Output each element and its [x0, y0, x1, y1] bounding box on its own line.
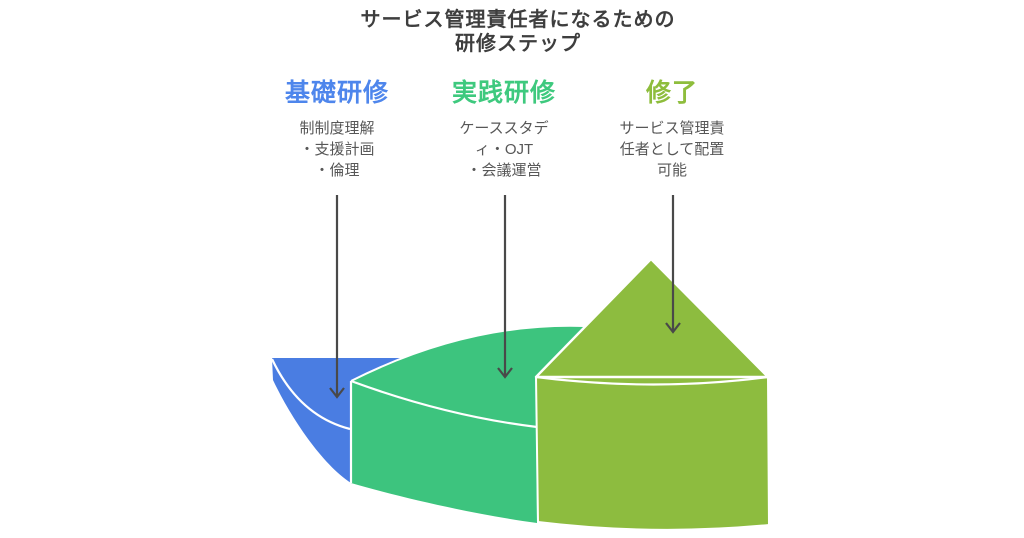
- step-column-completion: 修了 サービス管理責 任者として配置 可能: [562, 79, 782, 181]
- step-1-rim-highlight: [271, 358, 351, 431]
- arrow-2: [497, 195, 513, 379]
- arrow-1-head: [329, 387, 345, 399]
- step-3-roof-triangle: [534, 257, 770, 379]
- step-1-description: 制制度理解 ・支援計画 ・倫理: [299, 120, 375, 179]
- step-3-description: サービス管理責 任者として配置 可能: [619, 120, 725, 179]
- arrow-2-head: [497, 367, 513, 379]
- arrow-3: [665, 195, 681, 334]
- step-2-description: ケーススタデ ィ・OJT ・会議運営: [459, 120, 549, 179]
- page-title: サービス管理責任者になるための 研修ステップ: [360, 9, 676, 55]
- step-3-label: 修了: [645, 79, 698, 107]
- step-1-wedge: [272, 358, 404, 483]
- arrow-1: [329, 195, 345, 399]
- step-2-back-edge-line: [350, 324, 586, 382]
- step-column-practical-training: 実践研修 ケーススタデ ィ・OJT ・会議運営: [394, 79, 614, 181]
- step-2-wedge: [351, 325, 585, 523]
- arrow-3-head: [665, 322, 681, 334]
- step-2-label: 実践研修: [451, 79, 556, 107]
- step-1-label: 基礎研修: [284, 79, 389, 107]
- step-2-rim-highlight: [350, 379, 538, 429]
- step-3-rim-highlight: [535, 375, 769, 386]
- step-3-front-face: [535, 376, 770, 531]
- step-column-basic-training: 基礎研修 制制度理解 ・支援計画 ・倫理: [227, 79, 447, 181]
